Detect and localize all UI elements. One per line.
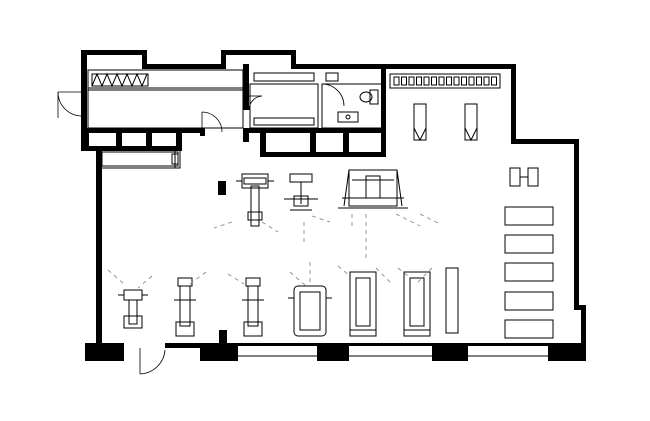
dumbbell-icon bbox=[416, 76, 422, 86]
exercise-bike-icon bbox=[236, 173, 274, 227]
dumbbell-icon bbox=[453, 76, 460, 86]
dumbbell-icon bbox=[446, 76, 452, 86]
storage-shelf bbox=[101, 151, 179, 167]
floor-mat-icon bbox=[504, 262, 554, 282]
stretch-bar bbox=[445, 267, 459, 334]
bench-icon bbox=[413, 103, 427, 142]
dumbbell-icon bbox=[423, 76, 430, 86]
floor-mat-icon bbox=[504, 291, 554, 311]
locker-benches bbox=[91, 72, 339, 126]
dumbbell-icon bbox=[393, 76, 400, 86]
dumbbell-rack bbox=[389, 73, 501, 89]
elliptical-icon bbox=[242, 277, 264, 337]
door-swing-icon bbox=[321, 83, 345, 107]
treadmill-icon bbox=[403, 271, 431, 337]
floor-mat-icon bbox=[504, 319, 554, 339]
door-swing-icon bbox=[248, 95, 263, 111]
dumbbell-icon bbox=[401, 76, 407, 86]
floor-mat-icon bbox=[504, 234, 554, 254]
toilet-icon bbox=[359, 89, 379, 105]
dumbbell-icon bbox=[461, 76, 467, 86]
exercise-bike-icon bbox=[118, 289, 148, 329]
dumbbell-icon bbox=[438, 76, 445, 86]
walls bbox=[81, 50, 586, 361]
dumbbell-icon bbox=[483, 76, 490, 86]
treadmill-icon bbox=[288, 285, 332, 337]
door-swing-icon bbox=[57, 91, 82, 118]
dumbbell-icon bbox=[468, 76, 475, 86]
elliptical-icon bbox=[284, 173, 318, 211]
door-swing-icon bbox=[139, 348, 166, 375]
doors bbox=[57, 83, 345, 375]
floor-mats bbox=[504, 206, 554, 339]
bench-icon bbox=[464, 103, 478, 142]
elliptical-icon bbox=[174, 277, 196, 337]
floor-mat-icon bbox=[504, 206, 554, 226]
dumbbell-icon bbox=[431, 76, 437, 86]
dumbbell-icon bbox=[491, 76, 497, 86]
sink-icon bbox=[337, 111, 359, 123]
door-swing-icon bbox=[201, 111, 223, 133]
flow-arrows bbox=[107, 213, 441, 289]
treadmill-icon bbox=[349, 271, 377, 337]
dumbbell-icon bbox=[509, 167, 539, 187]
squat-rack-icon bbox=[338, 169, 408, 209]
dumbbell-icon bbox=[476, 76, 482, 86]
dumbbell-icon bbox=[408, 76, 415, 86]
